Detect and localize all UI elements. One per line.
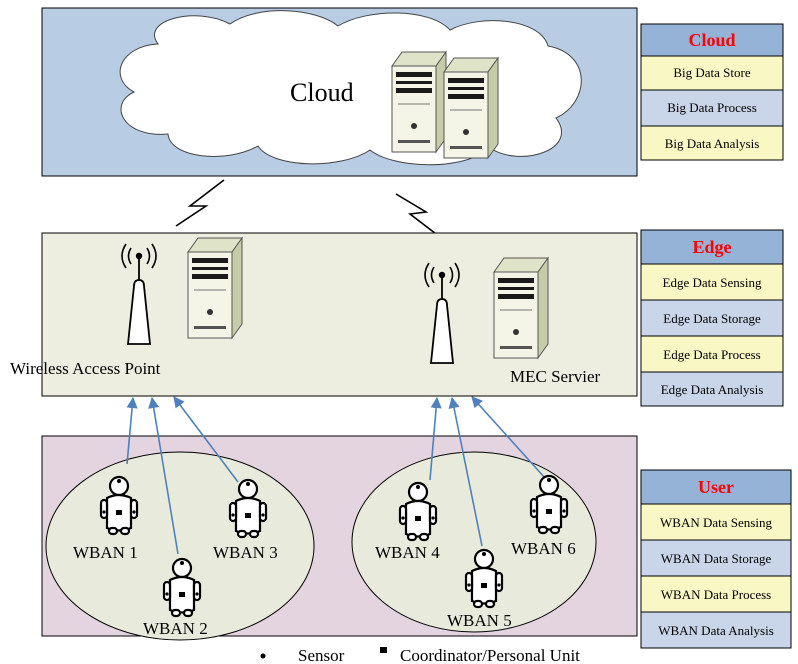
cloud-label: Cloud	[290, 78, 354, 107]
legend-coordinator-label: Coordinator/Personal Unit	[400, 646, 580, 664]
uplink-arrows	[126, 396, 546, 555]
lightning-link-icon	[175, 179, 225, 227]
legend-sensor-label: Sensor	[298, 646, 345, 664]
edge-side-panel: Edge Edge Data Sensing Edge Data Storage…	[640, 229, 784, 407]
legend: Sensor Coordinator/Personal Unit	[260, 646, 580, 664]
uplink-arrow	[448, 396, 483, 547]
mec-server-label: MEC Servier	[510, 367, 601, 386]
user-panel-item: WBAN Data Process	[661, 587, 771, 602]
cloud-panel-item: Big Data Process	[667, 100, 757, 115]
uplink-arrow	[173, 396, 239, 483]
access-point-label: Wireless Access Point	[10, 359, 161, 378]
edge-panel-item: Edge Data Process	[663, 347, 760, 362]
wban-label: WBAN 5	[447, 611, 512, 630]
user-side-panel: User WBAN Data Sensing WBAN Data Storage…	[640, 469, 792, 649]
edge-panel-title: Edge	[692, 237, 731, 257]
user-panel-item: WBAN Data Sensing	[660, 515, 772, 530]
wban-label: WBAN 2	[143, 619, 208, 638]
edge-panel-item: Edge Data Storage	[663, 311, 761, 326]
user-panel-title: User	[698, 477, 734, 497]
cloud-server-icon-2	[443, 57, 499, 159]
edge-panel-item: Edge Data Sensing	[663, 275, 762, 290]
uplink-arrow	[148, 396, 179, 555]
wban-label: WBAN 3	[213, 543, 278, 562]
wban-label: WBAN 4	[375, 543, 440, 562]
lightning-link-icon	[395, 193, 445, 241]
uplink-arrow	[471, 396, 546, 479]
edge-panel-item: Edge Data Analysis	[661, 382, 764, 397]
uplink-arrow	[126, 396, 138, 465]
edge-server-icon-1	[187, 237, 243, 339]
cloud-side-panel: Cloud Big Data Store Big Data Process Bi…	[640, 23, 784, 161]
cloud-panel-item: Big Data Analysis	[665, 136, 760, 151]
uplink-arrow	[429, 396, 442, 481]
user-panel-item: WBAN Data Analysis	[658, 623, 774, 638]
coordinator-legend-marker	[380, 647, 387, 653]
edge-server-icon-2	[493, 257, 549, 359]
wban-label: WBAN 1	[73, 543, 138, 562]
sensor-legend-marker	[260, 653, 266, 659]
cloud-server-icon-1	[391, 51, 447, 153]
wban-label: WBAN 6	[511, 539, 576, 558]
cloud-panel-item: Big Data Store	[673, 65, 750, 80]
cloud-panel-title: Cloud	[688, 30, 735, 50]
user-panel-item: WBAN Data Storage	[661, 551, 772, 566]
